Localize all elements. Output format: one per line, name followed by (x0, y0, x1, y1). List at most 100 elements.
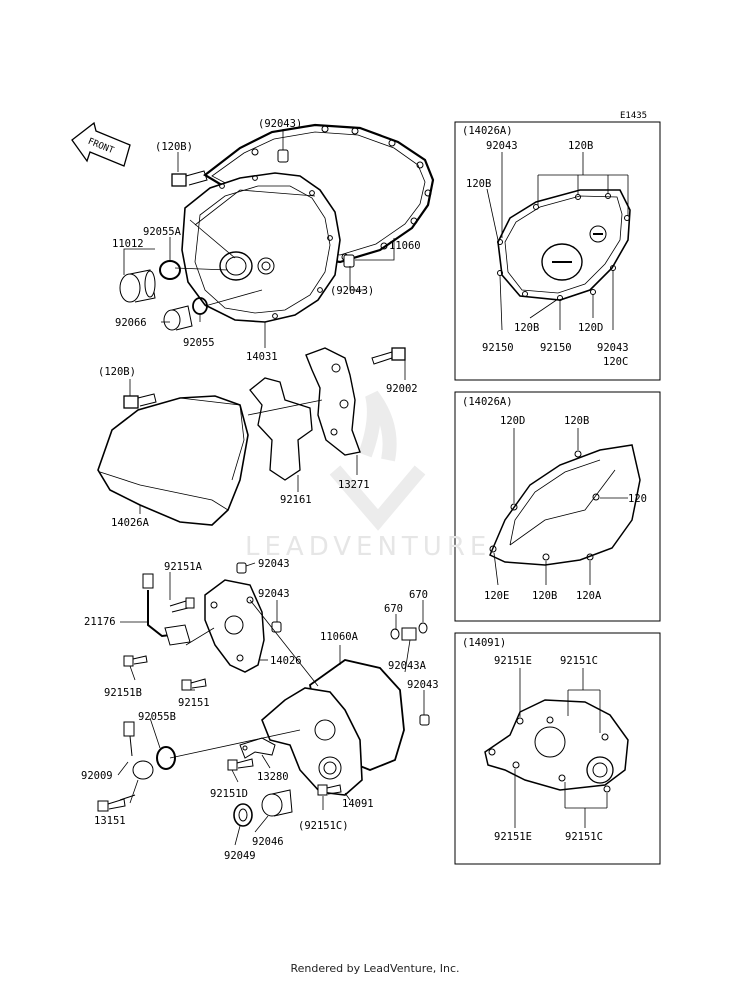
bolt-92151c (317, 784, 342, 796)
box1-120b-bot: 120B (514, 322, 539, 334)
label-92151b: 92151B (104, 687, 142, 699)
pump-cover-14091-detail (484, 699, 629, 793)
label-14031: 14031 (246, 351, 278, 363)
label-11060a: 11060A (320, 631, 359, 643)
label-11060: 11060 (389, 240, 421, 252)
box3-92151e-bot: 92151E (494, 831, 532, 843)
label-92043-mid: (92043) (330, 285, 374, 297)
bracket-92161 (249, 377, 313, 481)
bracket-13280 (239, 737, 276, 759)
label-92009: 92009 (81, 770, 113, 782)
dowel-pin-92043 (277, 149, 355, 268)
label-120b-top: (120B) (155, 141, 193, 153)
cover-14026a-detail-bottom (489, 444, 641, 566)
cover-14026a-detail-top (497, 189, 631, 301)
o-ring-92055 (192, 297, 208, 315)
label-92055a: 92055A (143, 226, 182, 238)
bolt-92009 (97, 798, 126, 812)
detail-box-14091 (454, 632, 661, 865)
dowel-pin-92043-c (419, 714, 430, 726)
label-92055b: 92055B (138, 711, 176, 723)
box3-ref: (14091) (462, 637, 506, 649)
bolt-92151d (227, 758, 254, 771)
label-670-a: 670 (409, 589, 428, 601)
label-92043a: 92043A (388, 660, 427, 672)
label-92055: 92055 (183, 337, 215, 349)
cover-14026 (204, 579, 265, 673)
box1-92043-b: 92043 (597, 342, 629, 354)
clutch-cover-14031 (181, 172, 341, 323)
box1-120b-top: 120B (568, 140, 593, 152)
footer-credit: Rendered by LeadVenture, Inc. (290, 962, 460, 975)
box3-92151c-bot: 92151C (565, 831, 603, 843)
label-92151a: 92151A (164, 561, 203, 573)
o-ring-92055a (159, 260, 181, 280)
label-92043-c: 92043 (407, 679, 439, 691)
box3-92151c-top: 92151C (560, 655, 598, 667)
label-92066: 92066 (115, 317, 147, 329)
label-13280: 13280 (257, 771, 289, 783)
watermark-text: LEADVENTURE (245, 532, 491, 562)
seal-92049 (233, 803, 253, 827)
sensor-21176 (142, 573, 191, 646)
box2-120b-bot: 120B (532, 590, 557, 602)
bolt-92151a (169, 597, 195, 613)
label-14091: 14091 (342, 798, 374, 810)
label-92043-a: 92043 (258, 558, 290, 570)
label-120b-mid: (120B) (98, 366, 136, 378)
label-92151: 92151 (178, 697, 210, 709)
bolt-120b-mid (123, 393, 157, 409)
label-92046: 92046 (252, 836, 284, 848)
label-92043-top: (92043) (258, 118, 302, 130)
box1-92043: 92043 (486, 140, 518, 152)
box2-120b-top: 120B (564, 415, 589, 427)
leader-lines-box2 (493, 428, 628, 586)
watermark-logo (329, 390, 426, 531)
sensor-13151 (119, 721, 154, 801)
box1-ref: (14026A) (462, 125, 513, 137)
box2-120d: 120D (500, 415, 525, 427)
box2-120a: 120A (576, 590, 602, 602)
box3-92151e-top: 92151E (494, 655, 532, 667)
pump-cover-14091 (261, 687, 363, 796)
plug-92066 (163, 305, 193, 331)
label-92043-b: 92043 (258, 588, 290, 600)
box1-92150-b: 92150 (540, 342, 572, 354)
detail-box-14026a-top (454, 121, 661, 381)
label-14026: 14026 (270, 655, 302, 667)
diagram-code: E1435 (620, 111, 647, 121)
bolt-120b (171, 170, 208, 187)
box1-120d: 120D (578, 322, 603, 334)
label-92151d: 92151D (210, 788, 248, 800)
box2-ref: (14026A) (462, 396, 513, 408)
label-13271: 13271 (338, 479, 370, 491)
label-13151: 13151 (94, 815, 126, 827)
label-21176: 21176 (84, 616, 116, 628)
bearing-92046 (261, 789, 293, 817)
bolt-92151 (181, 678, 207, 691)
bolt-92002 (371, 347, 406, 365)
detail-box-14026a-bottom (454, 391, 661, 622)
dowel-pin-92043-b (271, 621, 282, 633)
label-92161: 92161 (280, 494, 312, 506)
label-670-b: 670 (384, 603, 403, 615)
dowel-pin-92043-a (236, 562, 247, 574)
leader-lines-box1 (486, 152, 629, 331)
label-92151c: (92151C) (298, 820, 349, 832)
leader-lines-box3 (514, 668, 608, 828)
plug-11012 (119, 269, 156, 303)
label-92002: 92002 (386, 383, 418, 395)
cover-14026a (97, 395, 249, 526)
box1-92150-a: 92150 (482, 342, 514, 354)
label-92049: 92049 (224, 850, 256, 862)
bolt-92151b (123, 655, 148, 667)
front-arrow-icon (71, 121, 131, 167)
o-ring-92055b (156, 746, 176, 770)
box2-120e: 120E (484, 590, 509, 602)
box2-120: 120 (628, 493, 647, 505)
box1-120b-left: 120B (466, 178, 491, 190)
box1-120c: 120C (603, 356, 628, 368)
bracket-13271 (305, 347, 361, 456)
